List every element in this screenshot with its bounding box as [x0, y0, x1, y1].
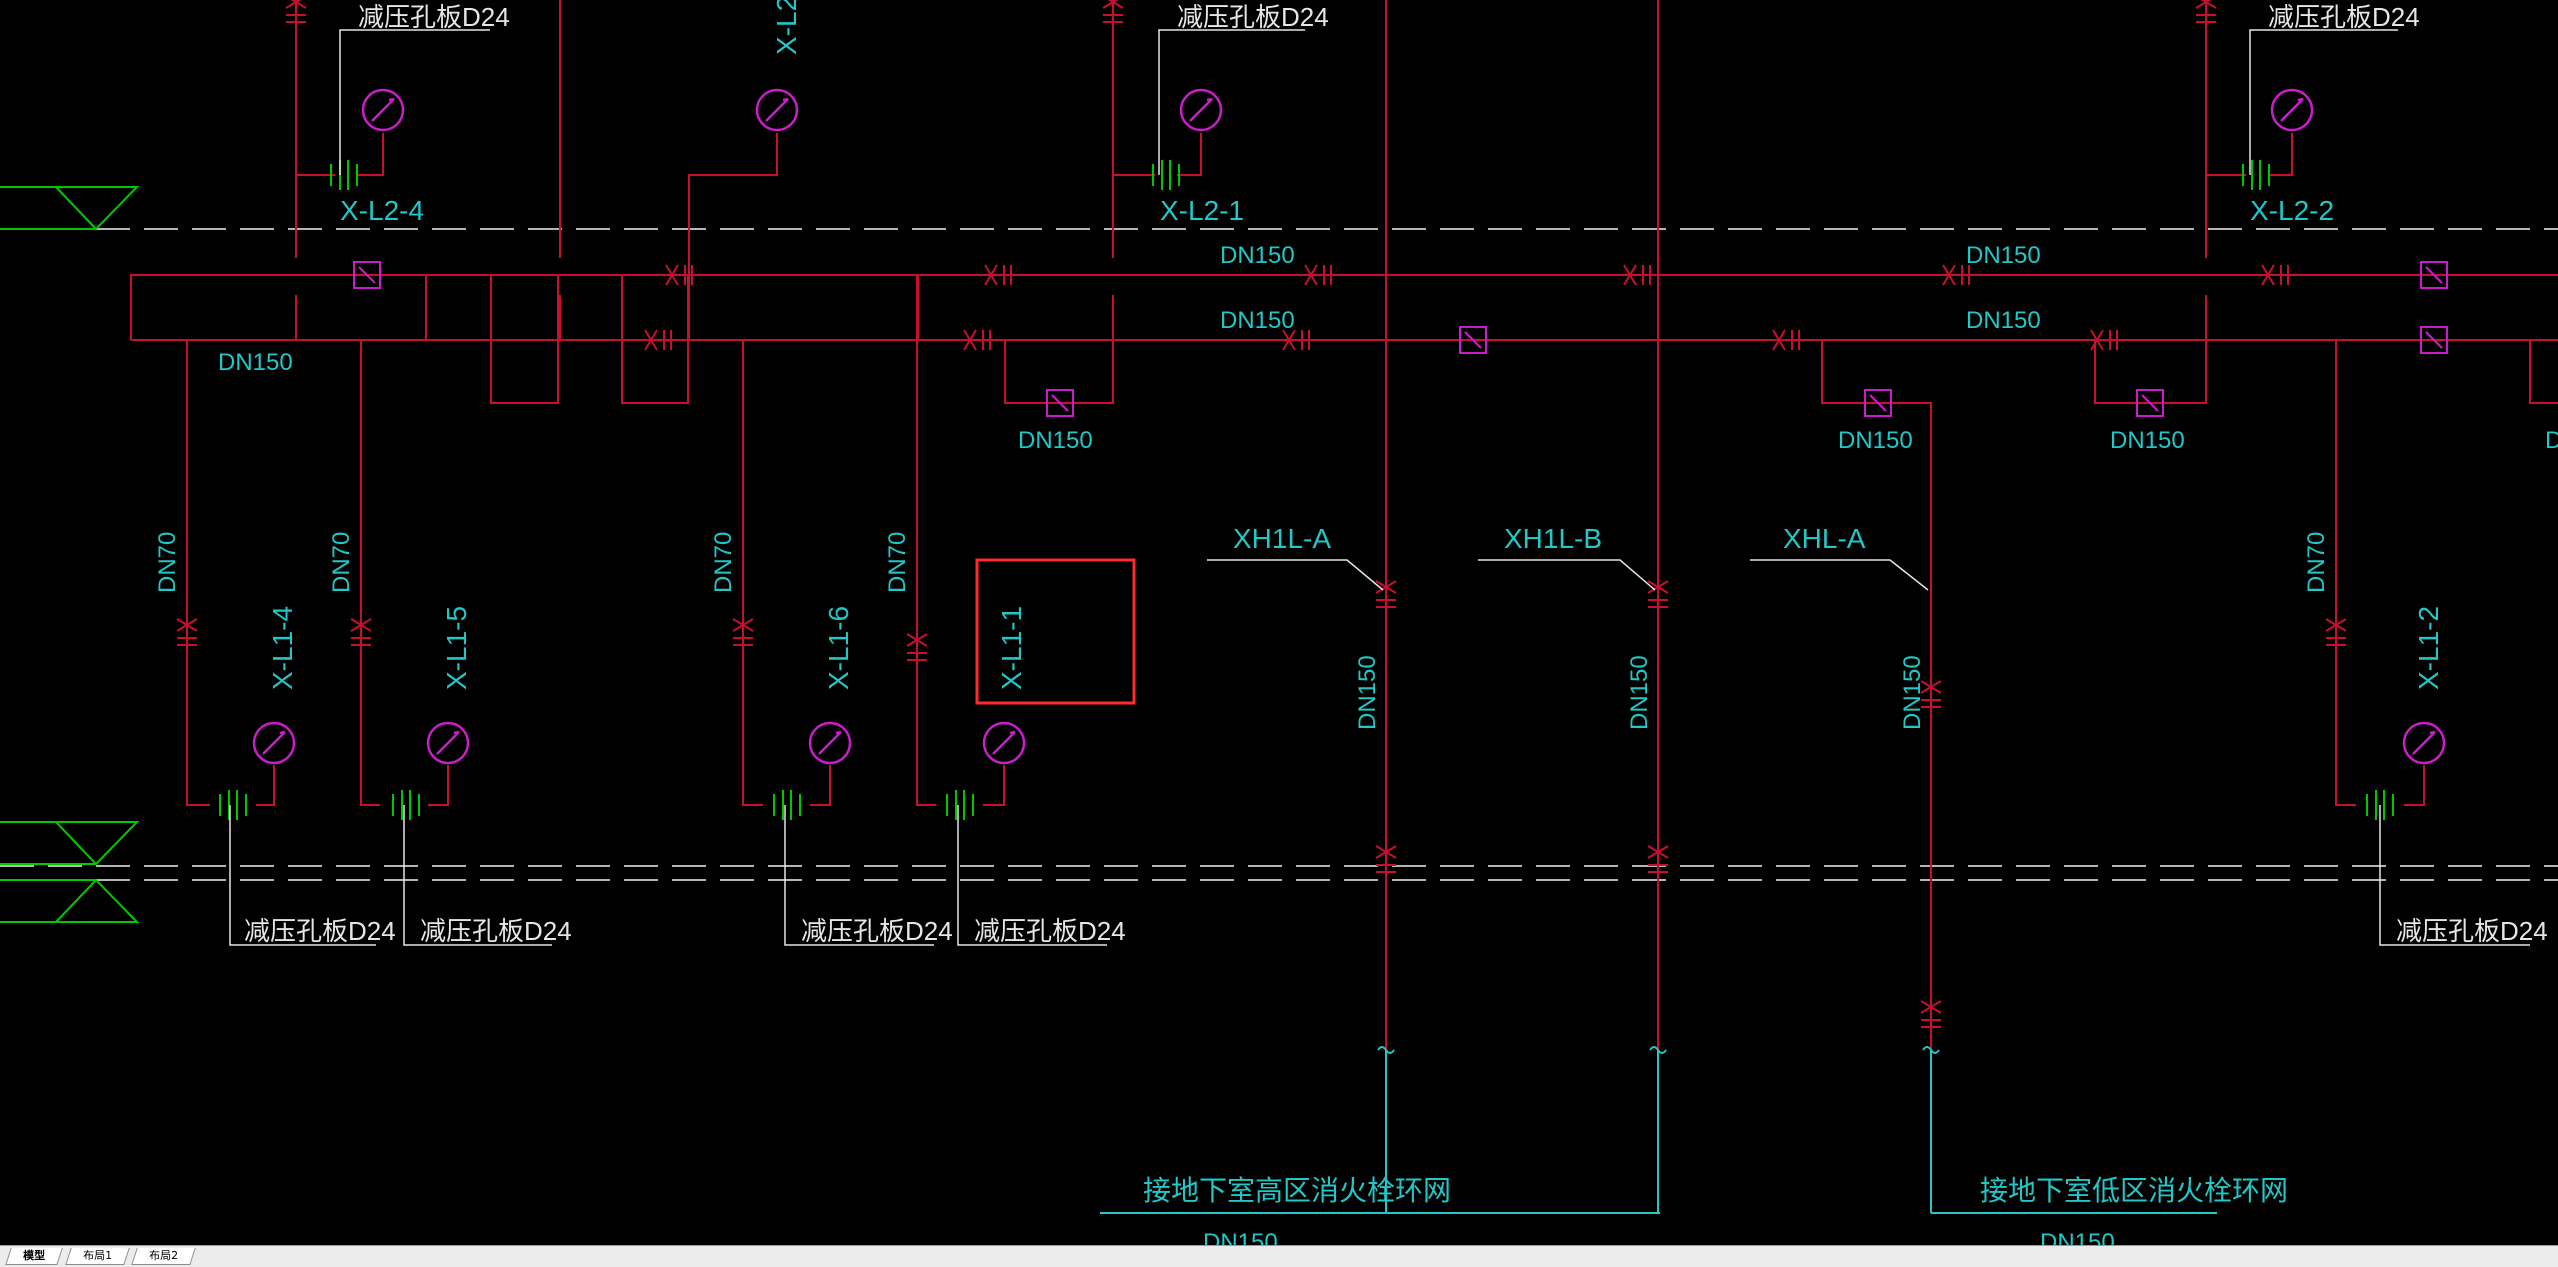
- riser-label: X-L2: [771, 0, 802, 55]
- size-label: DN150: [1354, 655, 1381, 730]
- layout-tab-bar: 模型 布局1 布局2: [0, 1245, 2558, 1267]
- tab-layout2[interactable]: 布局2: [131, 1248, 196, 1265]
- size-label: D: [2545, 427, 2558, 454]
- size-label: DN70: [710, 532, 737, 593]
- size-label: DN150: [1220, 307, 1295, 334]
- plate-label: 减压孔板D24: [1177, 2, 1329, 32]
- plate-label: 减压孔板D24: [420, 916, 572, 946]
- leader-lines: [229, 29, 2530, 946]
- plate-label: 减压孔板D24: [244, 916, 396, 946]
- riser-label: X-L2-1: [1160, 195, 1244, 226]
- plate-label: 减压孔板D24: [2268, 2, 2420, 32]
- riser-label-selected[interactable]: X-L1-1: [996, 606, 1027, 690]
- size-label: DN150: [1966, 242, 2041, 269]
- riser-label: X-L1-6: [823, 606, 854, 690]
- note-label: 接地下室高区消火栓环网: [1143, 1175, 1451, 1206]
- size-label: DN150: [1018, 427, 1093, 454]
- plate-label: 减压孔板D24: [358, 2, 510, 32]
- size-label: DN150: [218, 349, 293, 376]
- tab-layout1[interactable]: 布局1: [65, 1248, 130, 1265]
- note-label: 接地下室低区消火栓环网: [1980, 1175, 2288, 1206]
- size-label: DN150: [2110, 427, 2185, 454]
- floor-lines: [0, 228, 2558, 881]
- riser-label: X-L2-2: [2250, 195, 2334, 226]
- pipe-network: [130, 0, 2558, 1213]
- labels: 减压孔板D24 减压孔板D24 减压孔板D24 减压孔板D24 减压孔板D24 …: [154, 0, 2558, 1245]
- size-label: DN70: [2303, 532, 2330, 593]
- return-lines: [1100, 1046, 2217, 1214]
- main-label: XH1L-A: [1233, 523, 1331, 554]
- size-label: DN150: [1899, 655, 1926, 730]
- size-label: DN150: [1966, 307, 2041, 334]
- riser-label: X-L1-2: [2413, 606, 2444, 690]
- riser-label: X-L2-4: [340, 195, 424, 226]
- plate-label: 减压孔板D24: [2396, 916, 2548, 946]
- size-label: DN150: [1838, 427, 1913, 454]
- size-label: DN150: [2040, 1229, 2115, 1245]
- main-label: XH1L-B: [1504, 523, 1602, 554]
- level-marker: [0, 186, 140, 923]
- main-label: XHL-A: [1783, 523, 1866, 554]
- riser-label: X-L1-5: [441, 606, 472, 690]
- size-label: DN70: [328, 532, 355, 593]
- tab-model[interactable]: 模型: [5, 1248, 63, 1265]
- plate-label: 减压孔板D24: [801, 916, 953, 946]
- main-valves: [176, 0, 2347, 1028]
- size-label: DN150: [1220, 242, 1295, 269]
- selection-box[interactable]: [975, 558, 1136, 705]
- size-label: DN150: [1626, 655, 1653, 730]
- size-label: DN70: [884, 532, 911, 593]
- riser-label: X-L1-4: [267, 606, 298, 690]
- size-label: DN70: [154, 532, 181, 593]
- size-label: DN150: [1203, 1229, 1278, 1245]
- plate-label: 减压孔板D24: [974, 916, 1126, 946]
- fittings: [219, 159, 2394, 821]
